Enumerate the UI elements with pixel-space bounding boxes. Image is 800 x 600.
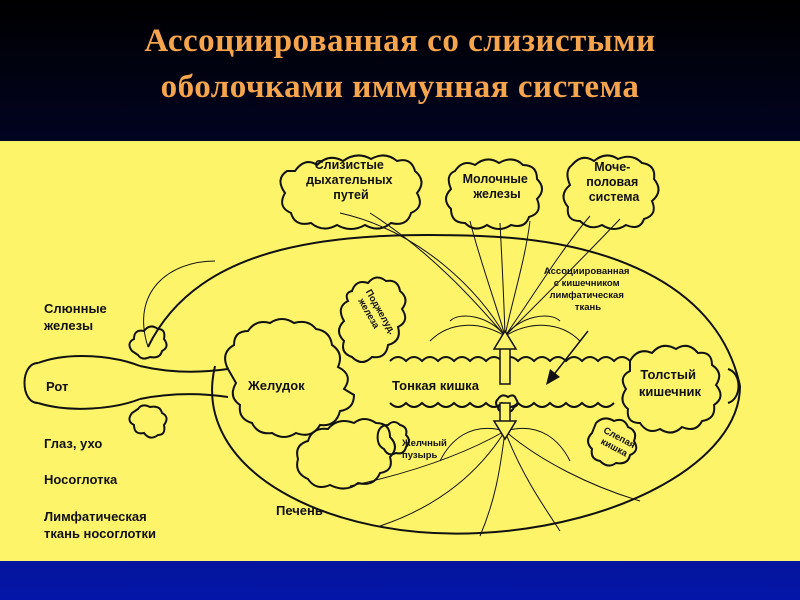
label-large-intestine: Толстый кишечник [639,367,702,399]
down-arrow [492,402,518,441]
slide-title: Ассоциированная со слизистыми оболочками… [0,18,800,110]
outer-loop-left [143,260,216,348]
urogenital-cloud [562,154,660,230]
tonsil-shape [128,404,168,439]
immune-system-diagram: Слизистые дыхательных путей Молочные жел… [23,154,741,541]
label-nasopharynx: Носоглотка [44,472,118,487]
outer-loop-bottom [211,365,741,535]
label-milk-glands: Молочные железы [463,172,532,201]
mouth-cavity [37,355,141,410]
oesophagus [139,365,229,400]
label-gallbladder: Желчный пузырь [401,438,450,461]
diagram-panel: Слизистые дыхательных путей Молочные жел… [0,141,800,561]
pancreas-shape [338,276,407,363]
liver-shape [296,418,396,490]
label-stomach: Желудок [247,378,305,393]
label-eye-ear: Глаз, ухо [44,436,102,451]
peyer-patch [495,394,519,413]
label-resp-mucosa: Слизистые дыхательных путей [306,158,396,202]
label-liver: Печень [276,503,323,518]
large-intestine-shape [621,344,722,434]
lymph-flow-lines [339,212,641,537]
label-nalt: Лимфатическая ткань носоглотки [44,509,156,541]
mouth-outline [23,362,39,404]
milk-glands-cloud [445,158,543,230]
stomach-shape [224,318,356,438]
outer-loop-top [147,234,741,387]
label-small-intestine: Тонкая кишка [392,378,480,393]
title-line-2: оболочками иммунная система [160,69,640,105]
up-arrow [492,329,518,385]
label-urogenital: Моче- половая система [586,160,642,204]
label-pancreas: Поджелуд. железа [353,288,398,345]
title-line-1: Ассоциированная со слизистыми [144,23,656,59]
salivary-gland-shape [128,325,168,360]
label-salivary: Слюнные железы [43,301,110,333]
resp-mucosa-cloud [279,154,423,230]
label-mouth: Рот [46,379,68,394]
caecum-shape [587,417,638,467]
label-galt: Ассоциированная с кишечником лимфатическ… [544,266,632,313]
galt-pointer-arrow [546,330,589,385]
gallbladder-shape [376,421,410,456]
rectum-end [727,368,740,404]
